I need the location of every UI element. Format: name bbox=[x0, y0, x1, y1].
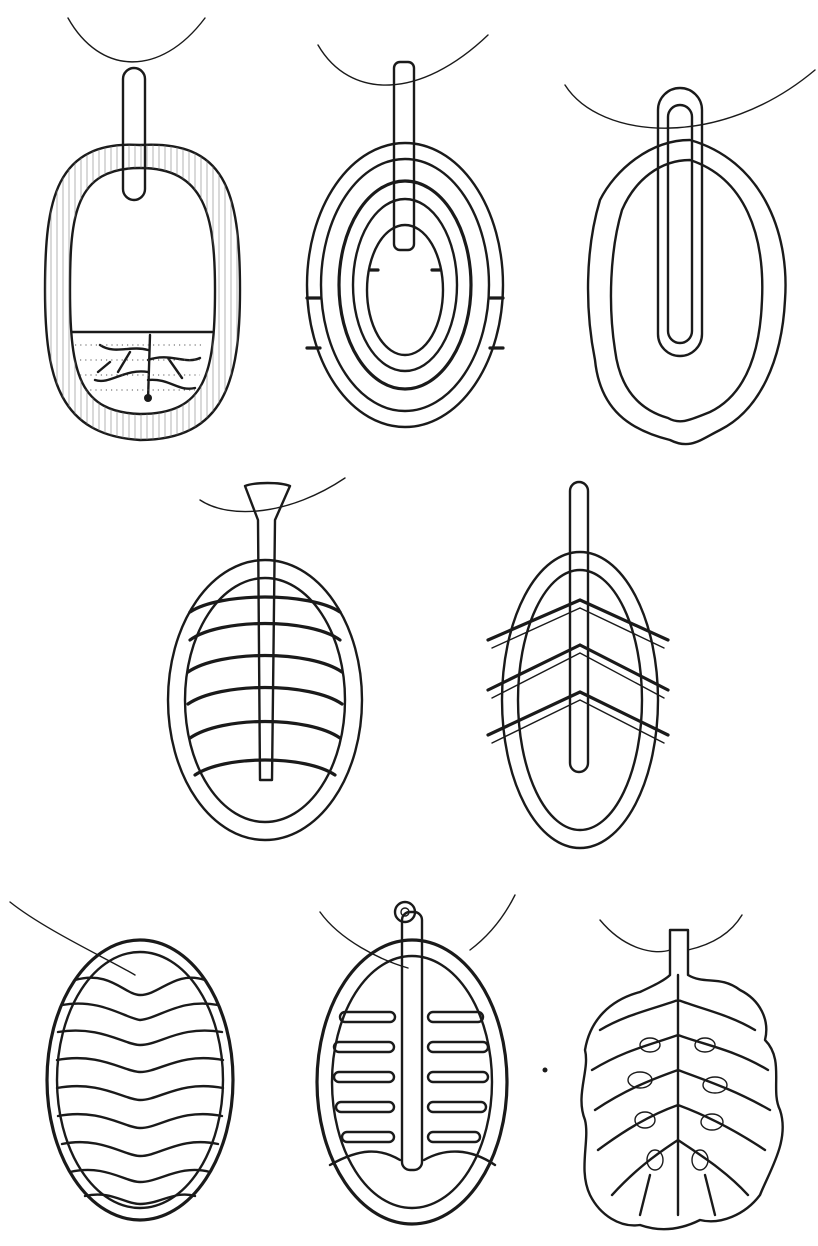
hanging-cord bbox=[10, 902, 135, 975]
oval-ring-1 bbox=[307, 143, 503, 427]
root-knot bbox=[144, 394, 152, 402]
hanging-cord-right bbox=[688, 915, 742, 950]
branch-pattern bbox=[592, 975, 770, 1215]
inner-ring bbox=[70, 168, 215, 414]
pendant-wavy-lines bbox=[10, 902, 233, 1220]
hanging-cord-left bbox=[600, 920, 670, 952]
suspension-bar bbox=[123, 68, 145, 200]
outer-oval bbox=[47, 940, 233, 1220]
pendant-irregular-lobe bbox=[565, 70, 815, 444]
ring-marks bbox=[307, 270, 503, 348]
oval-ring-5 bbox=[367, 225, 443, 355]
pendant-tree-form bbox=[581, 915, 782, 1229]
pendant-concentric-ovals bbox=[307, 35, 503, 427]
bottom-arcs bbox=[330, 1152, 495, 1165]
central-bar bbox=[402, 912, 422, 1170]
ring-hatching bbox=[45, 145, 240, 440]
pendant-oval-arcs bbox=[168, 478, 362, 840]
outer-lobe bbox=[588, 140, 786, 444]
oval-ring-3 bbox=[339, 181, 471, 389]
horizontal-arcs bbox=[188, 597, 342, 775]
inner-oval bbox=[185, 578, 345, 822]
oval-ring-2 bbox=[321, 159, 489, 411]
inner-lobe bbox=[611, 160, 762, 421]
rung-slots bbox=[334, 1012, 488, 1142]
pendant-rung-slots bbox=[317, 895, 548, 1224]
wavy-lines bbox=[57, 978, 223, 1204]
root-shading bbox=[75, 345, 205, 390]
hanging-cord bbox=[318, 35, 488, 85]
hanging-cord bbox=[68, 18, 205, 62]
suspension-bar bbox=[394, 62, 414, 250]
ink-dot bbox=[543, 1068, 548, 1073]
pendant-ring-with-roots bbox=[45, 18, 240, 440]
central-bar bbox=[570, 482, 588, 772]
hanging-cord bbox=[565, 70, 815, 128]
hanging-cord-right bbox=[470, 895, 515, 950]
tree-outline bbox=[581, 930, 782, 1229]
pendant-chevron-bars bbox=[488, 482, 668, 848]
tapered-bar bbox=[245, 483, 290, 780]
